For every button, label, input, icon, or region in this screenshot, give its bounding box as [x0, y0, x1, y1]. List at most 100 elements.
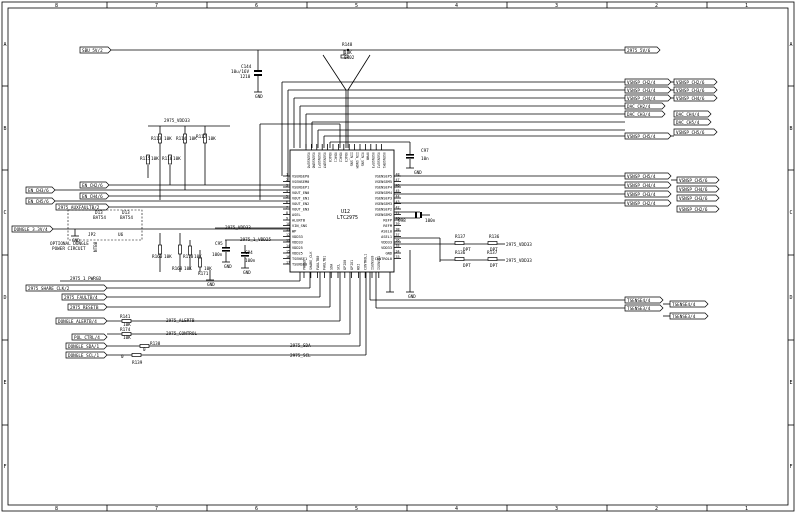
net-vdd33-b: 2975_VDD33 [225, 225, 251, 231]
flag-dac-ch4[interactable] [673, 110, 712, 118]
ic-right-pin-number: 42 [396, 205, 400, 209]
flag-en-ch4[interactable] [79, 192, 110, 200]
flag-en-ch3[interactable] [25, 186, 56, 194]
flag-dac-ch3[interactable] [624, 110, 666, 118]
r174-ref: R174 [120, 327, 131, 333]
flag-dongle-scl[interactable] [65, 351, 108, 359]
flag-dac-ch5[interactable] [673, 118, 712, 126]
zone-right-c: C [790, 210, 793, 216]
ic-top-pin-name: VPWR [366, 152, 370, 161]
cap-c97: C97 10n GND [406, 148, 429, 176]
ic-left-pin-number: 12 [286, 233, 290, 237]
ic-left-pin-number: 16 [286, 255, 290, 259]
flag-vsnsp-ch3-b[interactable] [673, 86, 718, 94]
flag-vsnsp-ch2-b[interactable] [673, 78, 718, 86]
flag-mid-vsnsp-ch3-b[interactable] [676, 194, 720, 202]
flag-tsense3-r[interactable] [669, 312, 709, 320]
r115-val: 10K [151, 156, 159, 162]
flag-mid-vsnsp-ch5-b[interactable] [676, 176, 720, 184]
flag-dac-ch2[interactable] [624, 102, 666, 110]
c144-gnd: GND [255, 94, 263, 100]
flag-mid-vsnsp-ch4-b[interactable] [676, 185, 720, 193]
flag-dongle-3v3[interactable] [11, 225, 54, 233]
ic-bottom-pin-name: SHARE_CLK [309, 251, 313, 270]
c144-val2: 1210 [240, 74, 251, 80]
flag-vsnsp-ch5-a[interactable] [624, 132, 672, 140]
flag-dongle-sda[interactable] [65, 342, 108, 350]
ic-bottom-pin-name: SCL [336, 264, 340, 270]
ic-right-pin-name: VSENSEM3 [375, 202, 392, 206]
net-flag-sbu-5v[interactable] [79, 46, 112, 54]
ic-bottom-pin-name: WDI [357, 264, 361, 270]
flag-mid-vsnsp-ch2-b[interactable] [676, 205, 720, 213]
r116-ref: R116 [162, 156, 173, 162]
ic-left-pin-name: VOUT_EN0 [292, 191, 309, 195]
ic-left-pin-name: ASEL [292, 213, 301, 217]
zone-bottom-5: 5 [355, 506, 358, 512]
net-alertb: 2975_ALERTB [166, 318, 195, 324]
flag-text-mid-ch5-a: VSNSP_CH5/4 [627, 174, 656, 180]
flag-vsnsp-ch4-a[interactable] [624, 94, 672, 102]
d13-val: BAT54 [93, 215, 106, 221]
flag-share-clk[interactable] [25, 284, 108, 292]
ic-left-pin-name: VOUT_EN3 [292, 207, 309, 211]
flag-text-en-ch5: EN_CH5/6 [28, 199, 49, 205]
flag-tsense4-r[interactable] [669, 300, 709, 308]
flag-vsnsp-ch3-a[interactable] [624, 86, 672, 94]
flag-dongle-alertb[interactable] [55, 317, 108, 325]
flag-mid-vsnsp-ch3-a[interactable] [624, 190, 672, 198]
c94-gnd: GND [243, 270, 251, 276]
flag-text-tsense3: TSENSE3/4 [627, 306, 651, 312]
r113-ref: R113 [151, 136, 162, 142]
flag-mid-vsnsp-ch4-a[interactable] [624, 181, 672, 189]
flag-en-ch2[interactable] [79, 181, 110, 189]
zone-top-5: 5 [355, 3, 358, 9]
ic-left-pin-name: VSENSEP0 [292, 174, 309, 178]
ic-left-pin-number: 17 [286, 260, 290, 264]
flag-pol-ctrl[interactable] [71, 333, 108, 341]
ic-bottom-pin-name: FAULTB1 [323, 256, 327, 270]
ic-right-pin-name: VSENSEM4 [375, 191, 392, 195]
ic-right-pin-name: VSENSEM2 [375, 213, 392, 217]
flag-mid-vsnsp-ch5-a[interactable] [624, 172, 672, 180]
r112-val: 10K [208, 136, 216, 142]
ic-left-pin-name: VIN_SNS [292, 224, 307, 228]
r137b-ref: R137 [487, 250, 498, 256]
ic-top-pin-name: VSENSEM6 [312, 152, 316, 168]
zone-top-7: 7 [155, 3, 158, 9]
flag-auxfault[interactable] [55, 203, 110, 211]
flag-vsnsp-ch2-a[interactable] [624, 78, 672, 86]
c95-gnd: GND [224, 264, 232, 270]
flag-faultb[interactable] [61, 293, 108, 301]
tsense-flags: TSENSE4/4 TSENSE3/4 TSENSE4/4 TSENSE3/4 [369, 272, 709, 320]
ic-bottom-pin-name: SDA [330, 264, 334, 270]
c98-ref: C98 [398, 218, 406, 224]
ic-bottom-pin-name: FAULTB0 [316, 256, 320, 270]
zone-left-d: D [4, 295, 7, 301]
left-lower-components: 2975_VDD33 R160 10K R168 10K R170 10K R1… [152, 225, 290, 288]
ic-part: LTC2975 [337, 215, 358, 221]
c94-ref: C94 [245, 250, 253, 256]
ic-bottom-pin-name: ISENSE0 [370, 256, 374, 270]
ic-body[interactable] [289, 149, 395, 273]
ic-top-pin-name: VSENSEP7 [317, 152, 321, 168]
c144-val: 10u/16V [231, 69, 250, 75]
flag-text-mid-ch4-b: VSNSP_CH4/6 [679, 187, 708, 193]
zone-left-f: F [4, 464, 7, 470]
flag-text-mid-ch4-a: VSNSP_CH4/4 [627, 183, 656, 189]
ic-left-pin-number: 2 [286, 178, 288, 182]
flag-vsnsp-ch5-b[interactable] [673, 128, 718, 136]
flag-tsense3[interactable] [624, 304, 664, 312]
zone-labels: 8 7 6 5 4 3 2 1 8 7 6 5 4 3 2 1 A B C D … [4, 3, 793, 512]
flag-en-ch5[interactable] [25, 197, 56, 205]
ic-top-pin-name: IIN_SNSM [355, 152, 359, 168]
flag-tsense4[interactable] [624, 296, 664, 304]
flag-text-vsnsp-ch4-a: VSNSP_CH4/4 [627, 96, 656, 102]
flag-text-resetb: 2975_RESETB [70, 305, 99, 311]
r137-ref: R137 [455, 234, 466, 240]
flag-resetb[interactable] [67, 303, 108, 311]
flag-vsnsp-ch4-b[interactable] [673, 94, 718, 102]
flag-mid-vsnsp-ch2-a[interactable] [624, 199, 672, 207]
ic-bottom-pin-name: CONTROL1 [364, 254, 368, 270]
net-flag-2975-5v[interactable] [624, 46, 661, 54]
